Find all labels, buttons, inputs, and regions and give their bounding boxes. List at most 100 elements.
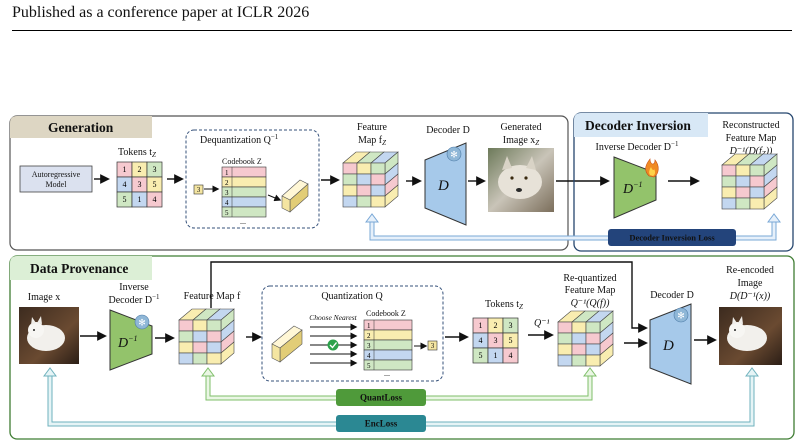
- token-value: 3: [494, 336, 498, 345]
- codebook-row: [221, 176, 267, 188]
- codebook-index: 1: [225, 169, 229, 177]
- reconstructed-label-1: Reconstructed: [722, 120, 779, 131]
- ar-model-line2: Model: [46, 180, 68, 189]
- token-cell: [146, 191, 163, 208]
- token-value: 5: [123, 195, 127, 204]
- generated-label-2: Image xZ: [503, 135, 540, 147]
- prov-decoder-symbol: D: [662, 338, 674, 354]
- token-value: 3: [153, 165, 157, 174]
- cube-front-cell: [749, 197, 765, 210]
- provenance-title: Data Provenance: [30, 261, 128, 276]
- token-value: 3: [138, 180, 142, 189]
- reencoded-label-1: Re-encoded: [726, 265, 774, 276]
- arrow-codebook-to-vector: [267, 194, 282, 202]
- cube-front-cell: [557, 354, 573, 367]
- prov-feature-vector: [271, 325, 303, 363]
- cube-front-cell: [192, 330, 208, 343]
- token-value: 4: [153, 195, 157, 204]
- prov-ellipsis: ...: [384, 369, 390, 378]
- cube-front-cell: [356, 162, 372, 175]
- cube-front-cell: [571, 343, 587, 356]
- cube-front-cell: [735, 175, 751, 188]
- cube-front-cell: [178, 341, 194, 354]
- codebook-index: 3: [225, 189, 229, 197]
- cube-front-cell: [557, 321, 573, 334]
- prov-index-box: [427, 340, 438, 351]
- codebook-row: [363, 339, 413, 351]
- cube-front-cell: [370, 162, 386, 175]
- cube-front-cell: [571, 332, 587, 345]
- prov-tokens-label: Tokens tZ: [485, 299, 523, 311]
- gen-feature-map: [342, 151, 399, 208]
- generation-title: Generation: [48, 120, 114, 135]
- codebook-index: 2: [225, 179, 229, 187]
- cube-front-cell: [178, 319, 194, 332]
- prov-inverse-label-1: Inverse: [119, 282, 149, 293]
- enc-loss-box: [336, 415, 426, 432]
- requant-feature-map: [557, 310, 614, 367]
- cube-front-cell: [192, 352, 208, 365]
- codebook-row: [363, 329, 413, 341]
- token-value: 1: [123, 165, 127, 174]
- token-cell: [502, 347, 519, 364]
- codebook-row: [363, 319, 413, 331]
- provenance-panel: [9, 255, 795, 440]
- cube-front-cell: [370, 184, 386, 197]
- page-header: Published as a conference paper at ICLR …: [12, 4, 310, 21]
- prov-feature-map: [178, 308, 235, 365]
- cube-front-cell: [178, 352, 194, 365]
- codebook-row: [221, 186, 267, 198]
- prov-index-value: 3: [431, 342, 435, 350]
- reconstructed-label-2: Feature Map: [726, 133, 777, 144]
- cube-front-cell: [192, 319, 208, 332]
- token-value: 2: [494, 321, 498, 330]
- token-value: 5: [479, 351, 483, 360]
- inversion-inverse-shape: [613, 156, 657, 219]
- gen-tokens-label: Tokens tZ: [118, 147, 156, 159]
- cube-front-cell: [721, 186, 737, 199]
- token-value: 2: [138, 165, 142, 174]
- dequant-title: Dequantization Q−1: [200, 133, 279, 146]
- generation-panel: [9, 115, 569, 251]
- gen-feature-label-2: Map fZ: [358, 135, 386, 147]
- inversion-inverse-symbol: D−1: [622, 180, 643, 197]
- skip-connection-line: [210, 261, 648, 333]
- generation-title-bg: [10, 116, 152, 138]
- prov-inverse-frozen-icon: ✻: [134, 314, 150, 330]
- nearest-arrows: [310, 323, 358, 367]
- cube-front-cell: [342, 162, 358, 175]
- enc-loss-label: EncLoss: [365, 419, 398, 429]
- inversion-loss-box: [608, 229, 736, 246]
- gen-index-value: 3: [197, 186, 201, 194]
- cube-front-cell: [370, 195, 386, 208]
- cube-front-cell: [342, 195, 358, 208]
- cube-front-cell: [356, 195, 372, 208]
- reencoded-label-3: D(D⁻¹(x)): [729, 291, 771, 302]
- cube-front-cell: [206, 319, 222, 332]
- cube-front-cell: [585, 354, 601, 367]
- prov-feature-label: Feature Map f: [184, 291, 241, 302]
- gen-decoder-label: Decoder D: [426, 125, 470, 136]
- prov-codebook-label: Codebook Z: [366, 309, 406, 318]
- codebook-index: 4: [367, 352, 371, 360]
- cube-front-cell: [342, 184, 358, 197]
- inversion-title: Decoder Inversion: [585, 118, 691, 133]
- token-value: 4: [123, 180, 127, 189]
- gen-codebook-label: Codebook Z: [222, 157, 262, 166]
- cube-front-cell: [721, 175, 737, 188]
- token-value: 1: [494, 351, 498, 360]
- autoregressive-model-box: [19, 165, 93, 193]
- quant-title: Quantization Q: [321, 291, 383, 302]
- inversion-inverse-label: Inverse Decoder D−1: [596, 140, 679, 153]
- dequantization-box: [185, 129, 320, 229]
- gen-index-box: [193, 184, 204, 195]
- choose-nearest-label: Choose Nearest: [309, 313, 357, 322]
- prov-decoder-label: Decoder D: [650, 290, 694, 301]
- cube-front-cell: [206, 330, 222, 343]
- codebook-row: [221, 196, 267, 208]
- inversion-loss-label: Decoder Inversion Loss: [629, 233, 715, 243]
- cube-front-cell: [721, 164, 737, 177]
- cube-front-cell: [571, 321, 587, 334]
